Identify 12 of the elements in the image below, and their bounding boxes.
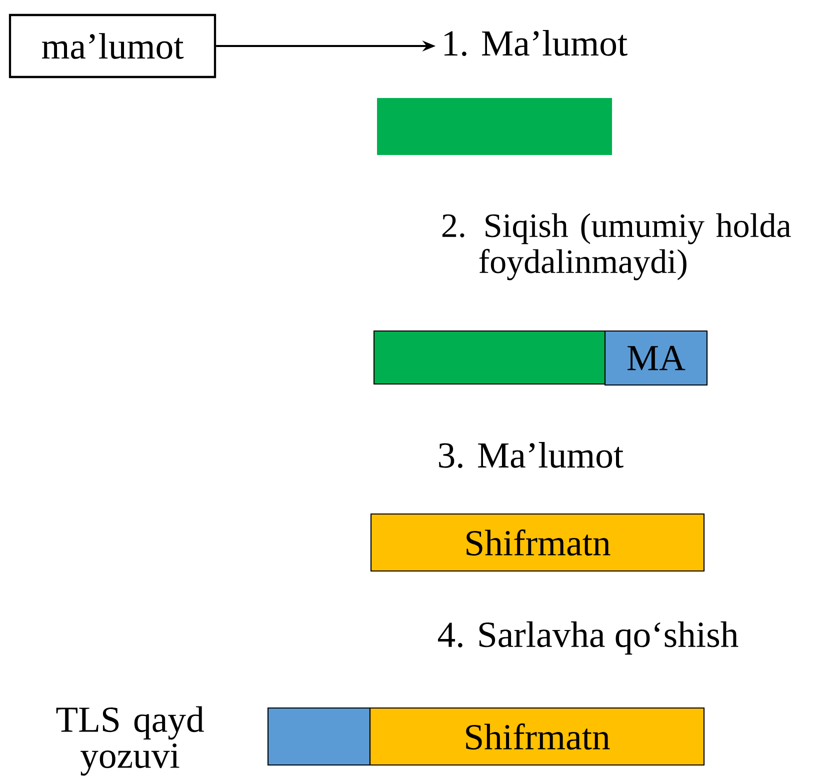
step-label: 3. Ma’lumot — [439, 442, 624, 468]
header-block — [267, 707, 371, 766]
mac-block: MA — [604, 330, 708, 386]
data-bar — [373, 330, 606, 385]
step-label: 4. Sarlavha qo‘shish — [438, 621, 738, 655]
ciphertext-block: Shifrmatn — [369, 707, 705, 766]
step-label: 1. Ma’lumot — [444, 30, 628, 56]
record-label: TLS qayd yozuvi — [56, 706, 204, 776]
data-bar — [377, 98, 612, 155]
ciphertext-block: Shifrmatn — [370, 513, 705, 572]
text-box: ma’lumot — [8, 14, 216, 78]
step-label: 2. Siqish (umumiy holda foydalinmaydi) — [442, 213, 791, 280]
